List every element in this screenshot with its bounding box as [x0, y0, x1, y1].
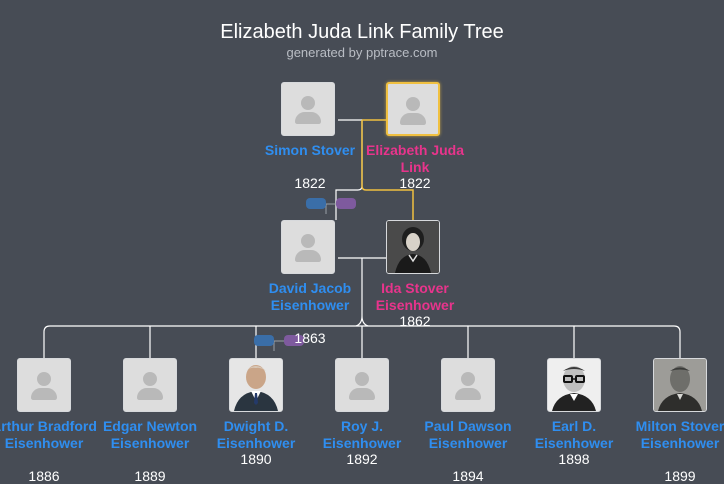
- birth-year: 1898: [558, 451, 590, 467]
- person-body-icon: [295, 112, 321, 124]
- portrait-photo[interactable]: [229, 358, 283, 412]
- portrait-man-icon: [654, 359, 706, 411]
- person-head-icon: [143, 372, 157, 386]
- person-body-icon: [137, 388, 163, 400]
- person-head-icon: [461, 372, 475, 386]
- spouse-badge-purple[interactable]: [284, 335, 304, 346]
- person-name[interactable]: Dwight D. Eisenhower: [216, 418, 296, 451]
- portrait-man-glasses-icon: [548, 359, 600, 411]
- person-head-icon: [301, 234, 315, 248]
- birth-year: 1892: [346, 451, 378, 467]
- person-name[interactable]: Ida Stover Eisenhower: [375, 280, 455, 313]
- page-subtitle: generated by pptrace.com: [286, 45, 438, 60]
- avatar-placeholder[interactable]: [17, 358, 71, 412]
- person-name[interactable]: Earl D. Eisenhower: [534, 418, 614, 451]
- person-name[interactable]: Elizabeth Juda Link: [365, 142, 465, 175]
- avatar-placeholder[interactable]: [386, 82, 440, 136]
- birth-year: 1894: [452, 468, 484, 484]
- portrait-man-suit-icon: [230, 359, 282, 411]
- portrait-photo[interactable]: [547, 358, 601, 412]
- person-head-icon: [406, 97, 420, 111]
- person-body-icon: [295, 250, 321, 262]
- person-body-icon: [400, 113, 426, 125]
- avatar-placeholder[interactable]: [281, 220, 335, 274]
- avatar-placeholder[interactable]: [441, 358, 495, 412]
- spouse-badge-purple[interactable]: [336, 198, 356, 209]
- birth-year: 1890: [240, 451, 272, 467]
- portrait-photo[interactable]: [386, 220, 440, 274]
- portrait-photo[interactable]: [653, 358, 707, 412]
- person-name[interactable]: Roy J. Eisenhower: [322, 418, 402, 451]
- person-name[interactable]: Edgar Newton Eisenhower: [102, 418, 198, 451]
- birth-year: 1863: [294, 330, 326, 346]
- person-body-icon: [349, 388, 375, 400]
- avatar-placeholder[interactable]: [281, 82, 335, 136]
- birth-year: 1822: [399, 175, 431, 191]
- avatar-placeholder[interactable]: [335, 358, 389, 412]
- birth-year: 1899: [664, 468, 696, 484]
- portrait-woman-icon: [387, 221, 439, 273]
- person-name[interactable]: Arthur Bradford Eisenhower: [0, 418, 97, 451]
- person-head-icon: [355, 372, 369, 386]
- person-name[interactable]: Milton Stover Eisenhower: [635, 418, 724, 451]
- person-body-icon: [31, 388, 57, 400]
- birth-year: 1862: [399, 313, 431, 329]
- person-name[interactable]: Paul Dawson Eisenhower: [424, 418, 512, 451]
- person-head-icon: [37, 372, 51, 386]
- spouse-badge-blue[interactable]: [254, 335, 274, 346]
- person-name[interactable]: David Jacob Eisenhower: [268, 280, 352, 313]
- birth-year: 1886: [28, 468, 60, 484]
- page-title: Elizabeth Juda Link Family Tree: [220, 21, 504, 43]
- birth-year: 1822: [294, 175, 326, 191]
- person-head-icon: [301, 96, 315, 110]
- avatar-placeholder[interactable]: [123, 358, 177, 412]
- person-body-icon: [455, 388, 481, 400]
- spouse-badge-blue[interactable]: [306, 198, 326, 209]
- person-name[interactable]: Simon Stover: [264, 142, 356, 158]
- birth-year: 1889: [134, 468, 166, 484]
